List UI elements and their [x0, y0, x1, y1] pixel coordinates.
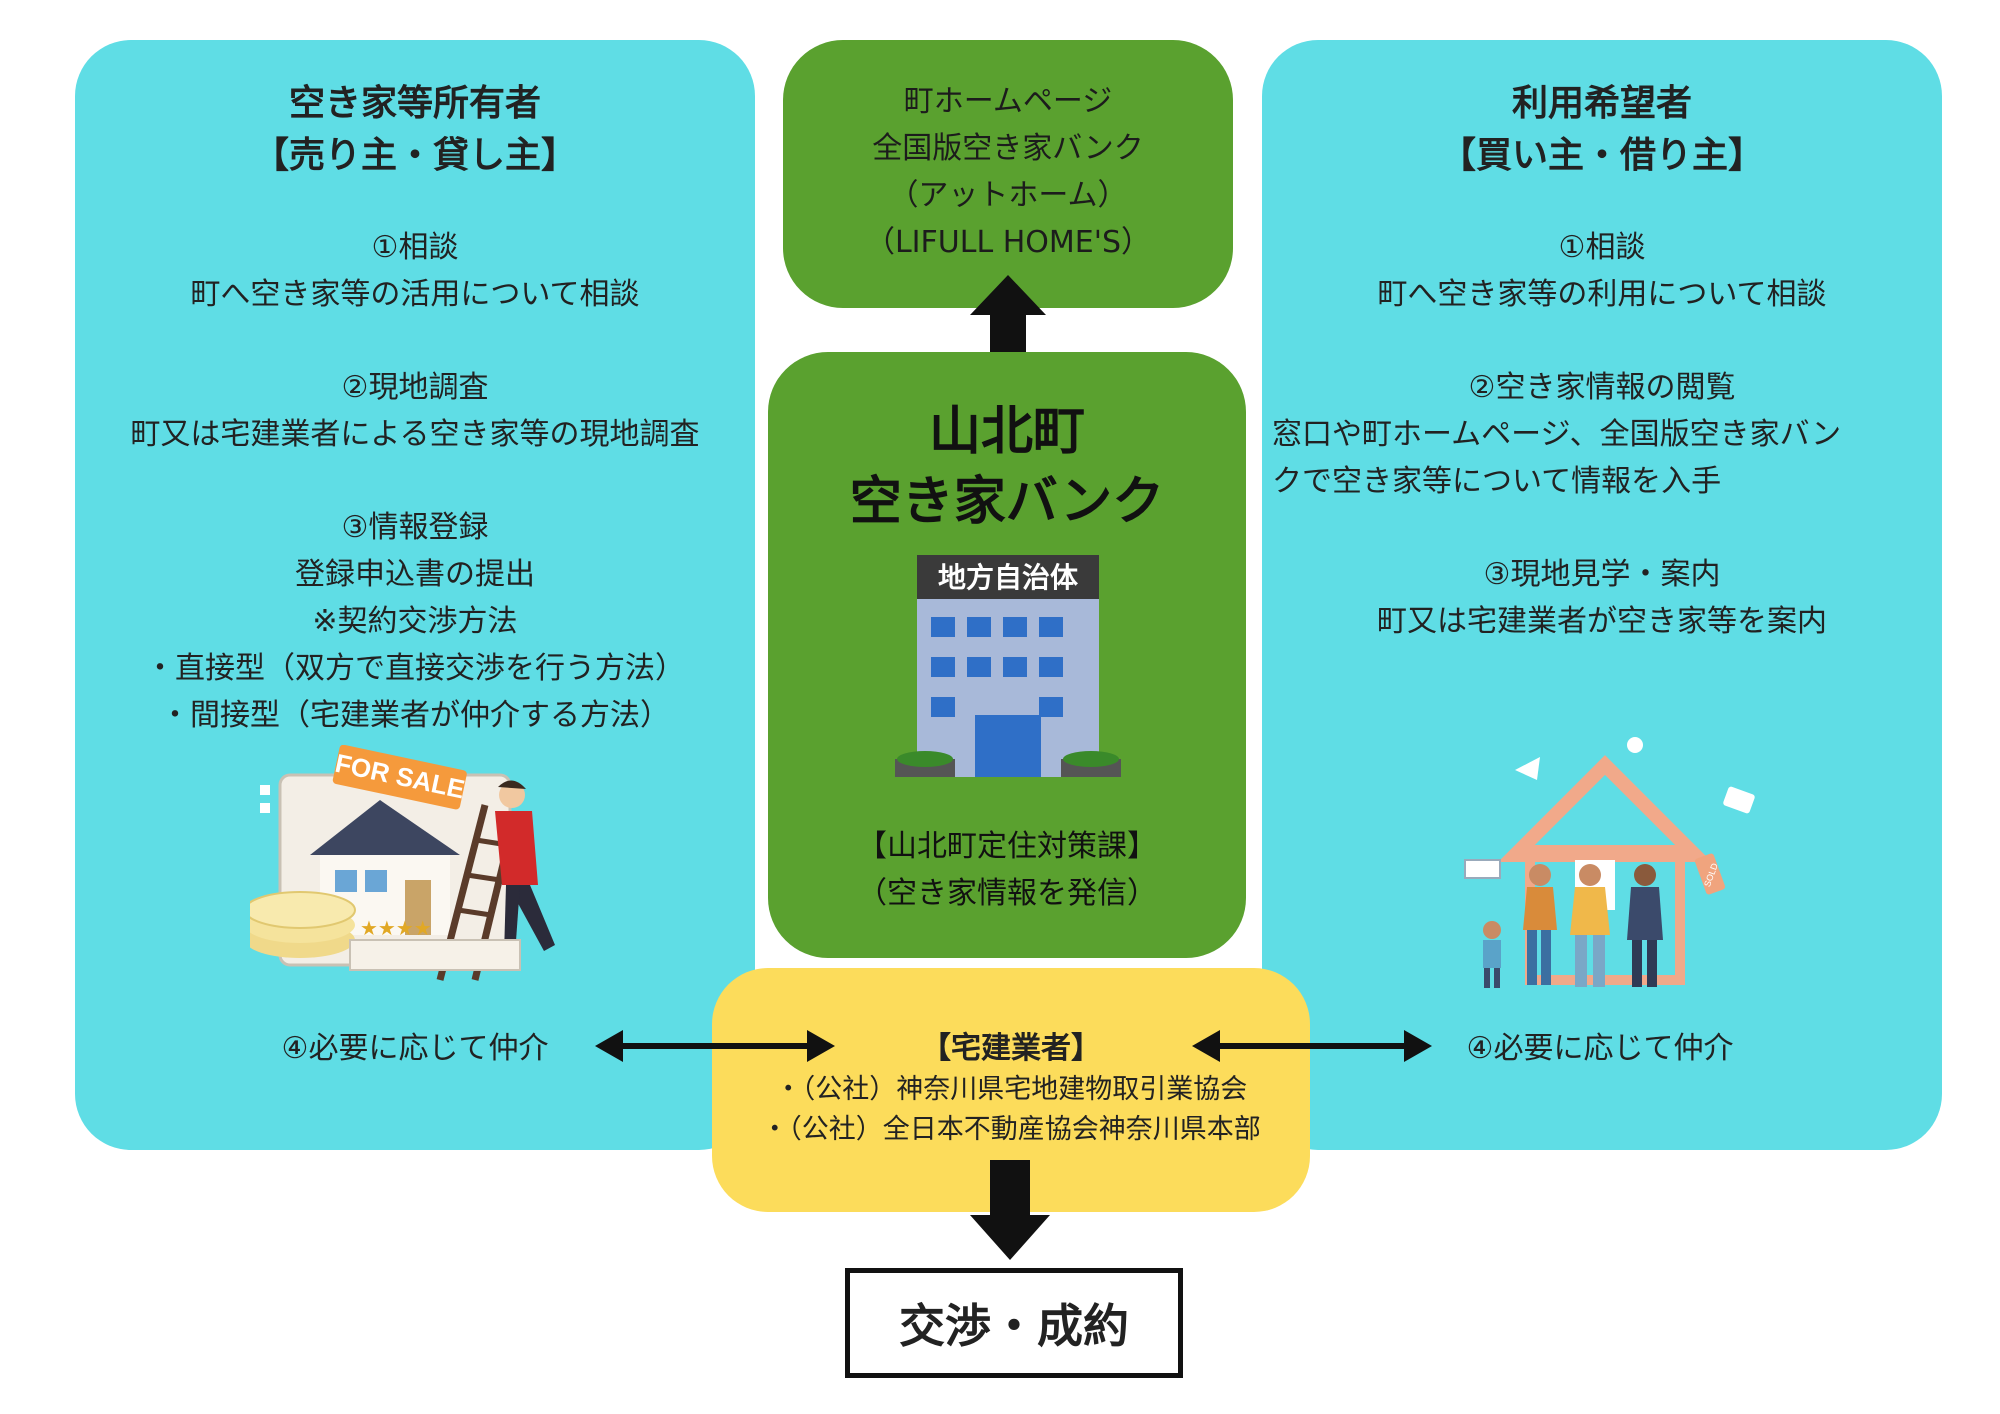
arrow-up-icon	[970, 275, 1046, 375]
website-line2: 全国版空き家バンク	[872, 131, 1144, 166]
left-double-arrow-icon	[595, 1030, 835, 1062]
dept-text: 【山北町定住対策課】 （空き家情報を発信）	[768, 823, 1246, 917]
family-house-illustration: SOLD	[1464, 737, 1755, 988]
user-step-3: ③現地見学・案内 町又は宅建業者が空き家等を案内	[1262, 551, 1942, 645]
user-title-line1: 利用希望者	[1511, 83, 1692, 124]
owner-step-2: ②現地調査 町又は宅建業者による空き家等の現地調査	[75, 364, 755, 458]
arrow-down-icon	[970, 1160, 1050, 1260]
website-line3: （アットホーム）	[888, 178, 1128, 213]
website-line4: （LIFULL HOME'S）	[864, 225, 1152, 260]
realtor-title: 【宅建業者】	[921, 1031, 1101, 1066]
result-box: 交渉・成約	[845, 1268, 1183, 1378]
owner-step-3-head: ③情報登録	[341, 510, 489, 545]
owner-title: 空き家等所有者 【売り主・貸し主】	[75, 78, 755, 182]
owner-content: 空き家等所有者 【売り主・貸し主】 ①相談 町へ空き家等の活用について相談 ②現…	[75, 78, 755, 739]
user-step-1-head: ①相談	[1558, 230, 1646, 265]
user-title-line2: 【買い主・借り主】	[1439, 135, 1764, 176]
owner-step-3-line4: ・間接型（宅建業者が仲介する方法）	[160, 698, 670, 733]
user-title: 利用希望者 【買い主・借り主】	[1262, 78, 1942, 182]
building-sign: 地方自治体	[938, 561, 1079, 594]
owner-step-4: ④必要に応じて仲介	[281, 1031, 549, 1066]
owner-step-2-head: ②現地調査	[341, 370, 489, 405]
right-double-arrow-icon	[1192, 1030, 1432, 1062]
owner-title-line2: 【売り主・貸し主】	[252, 135, 577, 176]
realtor-box: 【宅建業者】 ・（公社）神奈川県宅地建物取引業協会 ・（公社）全日本不動産協会神…	[712, 968, 1310, 1212]
dept-name: 【山北町定住対策課】	[857, 829, 1157, 864]
owner-step-3-line2: ※契約交渉方法	[312, 604, 518, 639]
owner-step-1: ①相談 町へ空き家等の活用について相談	[75, 224, 755, 318]
owner-step-3-line3: ・直接型（双方で直接交渉を行う方法）	[145, 651, 685, 686]
website-line1: 町ホームページ	[903, 84, 1113, 119]
user-step-4: ④必要に応じて仲介	[1466, 1031, 1734, 1066]
realtor-line2: ・（公社）全日本不動産協会神奈川県本部	[761, 1114, 1261, 1145]
result-text: 交渉・成約	[899, 1299, 1129, 1353]
user-step-2: ②空き家情報の閲覧 窓口や町ホームページ、全国版空き家バン クで空き家等について…	[1262, 364, 1942, 505]
realtor-line1: ・（公社）神奈川県宅地建物取引業協会	[774, 1074, 1248, 1105]
website-box: 町ホームページ 全国版空き家バンク （アットホーム） （LIFULL HOME'…	[783, 40, 1233, 308]
for-sale-illustration: FOR SALE ★★★★	[250, 745, 555, 981]
user-step-3-body: 町又は宅建業者が空き家等を案内	[1377, 604, 1827, 639]
user-step-2-line1: 窓口や町ホームページ、全国版空き家バン	[1272, 417, 1842, 452]
owner-step-3-line1: 登録申込書の提出	[295, 557, 535, 592]
owner-title-line1: 空き家等所有者	[288, 83, 541, 124]
government-building-icon: 地方自治体	[895, 555, 1121, 777]
user-step-2-head: ②空き家情報の閲覧	[1468, 370, 1736, 405]
owner-step-1-head: ①相談	[371, 230, 459, 265]
akiya-bank-title1: 山北町	[928, 402, 1085, 462]
user-content: 利用希望者 【買い主・借り主】 ①相談 町へ空き家等の利用について相談 ②空き家…	[1262, 78, 1942, 645]
owner-step-1-body: 町へ空き家等の活用について相談	[190, 277, 640, 312]
user-step-1: ①相談 町へ空き家等の利用について相談	[1262, 224, 1942, 318]
user-step-1-body: 町へ空き家等の利用について相談	[1377, 277, 1827, 312]
owner-step-3: ③情報登録 登録申込書の提出 ※契約交渉方法 ・直接型（双方で直接交渉を行う方法…	[75, 504, 755, 739]
dept-sub: （空き家情報を発信）	[857, 876, 1157, 911]
user-step-3-head: ③現地見学・案内	[1483, 557, 1721, 592]
owner-step-2-body: 町又は宅建業者による空き家等の現地調査	[130, 417, 700, 452]
user-step-2-line2: クで空き家等について情報を入手	[1272, 464, 1722, 499]
svg-text:★★★★: ★★★★	[360, 916, 432, 940]
akiya-bank-title2: 空き家バンク	[849, 472, 1165, 532]
